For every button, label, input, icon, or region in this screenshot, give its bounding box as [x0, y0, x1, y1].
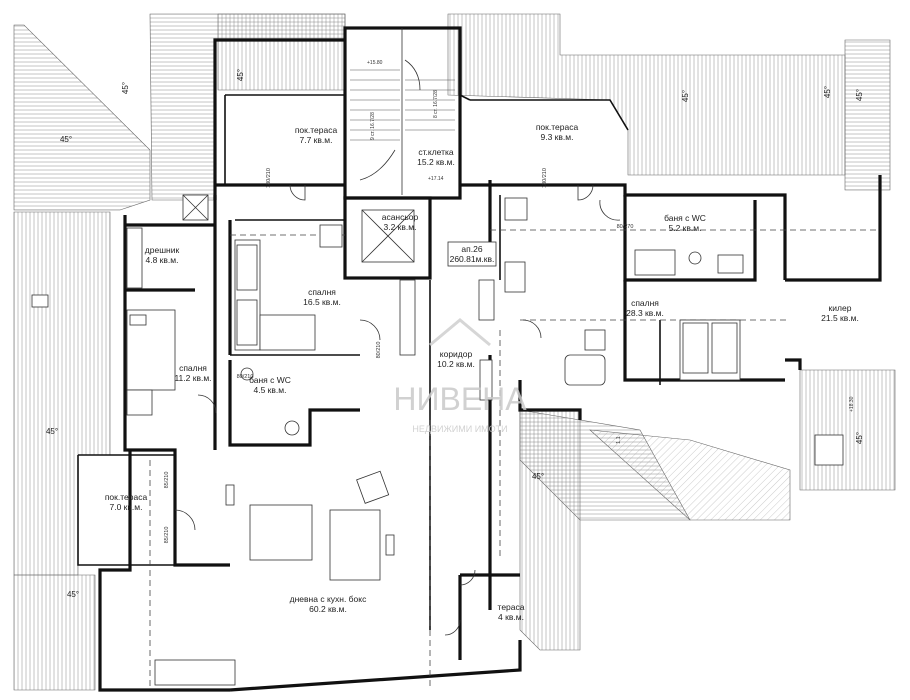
- watermark: НИВЕНА НЕДВИЖИМИ ИМОТИ: [393, 318, 527, 434]
- apartment-name: ап.26: [461, 244, 482, 254]
- angle-label: 45°: [532, 472, 544, 481]
- dim-label: 180/210: [266, 168, 272, 188]
- level-stair-mid: +17.14: [428, 176, 444, 182]
- stair-mark-left: 9 ст. 16.7/28: [370, 112, 376, 140]
- room-name-wardrobe: дрешник: [145, 245, 180, 255]
- room-area-bath-w: 4.5 кв.м.: [254, 385, 287, 395]
- angle-label: 45°: [681, 90, 690, 102]
- room-area-stair: 15.2 кв.м.: [417, 157, 455, 167]
- dim-label: 85/210: [164, 527, 170, 544]
- room-name-stair: ст.клетка: [418, 147, 454, 157]
- room-area-wardrobe: 4.8 кв.м.: [146, 255, 179, 265]
- room-name-storage: килер: [829, 303, 852, 313]
- room-name-bedroom-w: спалня: [179, 363, 207, 373]
- room-area-bath-e: 5.2 кв.м.: [669, 223, 702, 233]
- level-stair-top: +15.80: [367, 60, 383, 66]
- angle-labels: 45° 45° 45° 45° 45° 45° 45° 45° 45° 45°: [46, 69, 864, 599]
- room-name-corridor: коридор: [440, 349, 473, 359]
- dim-label: 1.1: [616, 436, 622, 444]
- angle-label: 45°: [67, 590, 79, 599]
- dashed-lines: [149, 229, 880, 690]
- angle-label: 45°: [60, 135, 72, 144]
- room-name-bath-e: баня с WC: [664, 213, 706, 223]
- stair-mark-right: 8 ст. 16.7/28: [433, 90, 439, 118]
- room-area-terrace-ne: 9.3 кв.м.: [541, 132, 574, 142]
- apartment-area: 260.81м.кв.: [450, 254, 495, 264]
- angle-label: 45°: [46, 427, 58, 436]
- furniture: [31, 194, 844, 686]
- angle-label: 45°: [855, 89, 864, 101]
- room-area-storage: 21.5 кв.м.: [821, 313, 859, 323]
- room-name-terrace-ne: пок.тераса: [536, 122, 579, 132]
- room-name-bedroom-mid: спалня: [308, 287, 336, 297]
- room-area-terrace-nw: 7.7 кв.м.: [300, 135, 333, 145]
- room-name-bedroom-big: спалня: [631, 298, 659, 308]
- stair-core: [343, 26, 462, 280]
- room-area-terrace-s: 4 кв.м.: [498, 612, 524, 622]
- room-name-elevator: асансьор: [382, 212, 419, 222]
- room-labels: пок.тераса 7.7 кв.м. ст.клетка 15.2 кв.м…: [105, 122, 859, 622]
- angle-label: 45°: [236, 69, 245, 81]
- room-area-elevator: 3.2 кв.м.: [384, 222, 417, 232]
- room-area-terrace-w: 7.0 кв.м.: [110, 502, 143, 512]
- room-area-bedroom-w: 11.2 кв.м.: [174, 373, 211, 383]
- dim-label: 80/210: [237, 374, 254, 380]
- dim-label: 85/210: [164, 472, 170, 489]
- room-area-bedroom-mid: 16.5 кв.м.: [303, 297, 341, 307]
- room-area-living: 60.2 кв.м.: [309, 604, 347, 614]
- room-area-bedroom-big: 28.3 кв.м.: [626, 308, 664, 318]
- watermark-subtitle: НЕДВИЖИМИ ИМОТИ: [412, 424, 507, 434]
- angle-label: 45°: [823, 86, 832, 98]
- dim-label: 80/270: [617, 224, 634, 230]
- angle-label: 45°: [855, 432, 864, 444]
- room-name-terrace-s: тераса: [498, 602, 525, 612]
- room-name-terrace-w: пок.тераса: [105, 492, 148, 502]
- room-area-corridor: 10.2 кв.м.: [437, 359, 475, 369]
- doors: [174, 184, 621, 636]
- watermark-logo-text: НИВЕНА: [393, 381, 527, 417]
- room-name-bath-w: баня с WC: [249, 375, 291, 385]
- room-name-living: дневна с кухн. бокс: [290, 594, 367, 604]
- annotations: +15.80 +17.14 +18.30 9 ст. 16.7/28 8 ст.…: [164, 60, 855, 543]
- room-name-terrace-nw: пок.тераса: [295, 125, 338, 135]
- level-east: +18.30: [849, 396, 855, 412]
- dim-label: 80/210: [376, 342, 382, 359]
- dim-label: 180/210: [542, 168, 548, 188]
- angle-label: 45°: [121, 82, 130, 94]
